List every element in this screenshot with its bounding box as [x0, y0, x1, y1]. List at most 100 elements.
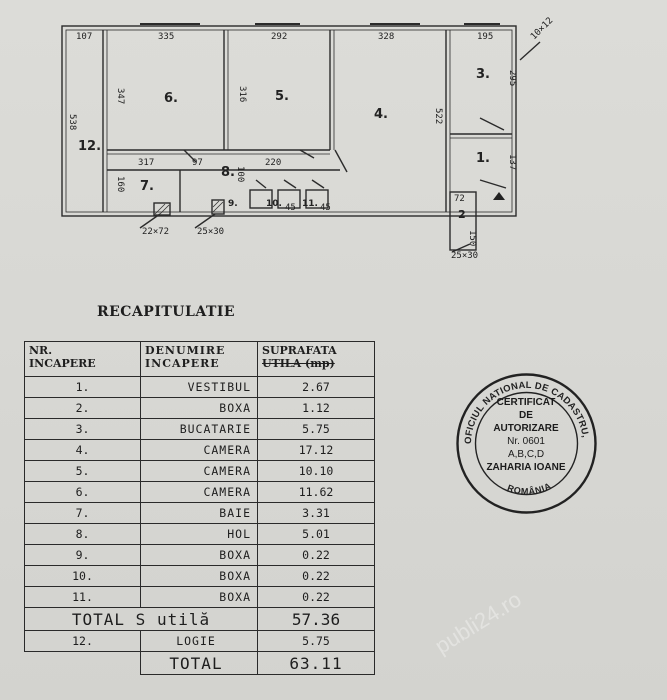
row-nr: 3.	[24, 418, 141, 440]
header-name-line1: DENUMIRE	[145, 344, 226, 357]
room-12-label: 12.	[78, 139, 101, 154]
dim-195: 195	[477, 32, 493, 42]
dim-97: 97	[192, 158, 203, 168]
dim-295: 295	[507, 70, 517, 86]
loggia-area: 5.75	[257, 630, 375, 652]
dim-317: 317	[138, 158, 154, 168]
row-area: 0.22	[257, 586, 375, 608]
header-name-line2: INCAPERE	[145, 357, 220, 370]
row-nr: 5.	[24, 460, 141, 482]
loggia-name: LOGIE	[140, 630, 258, 652]
row-nr: 7.	[24, 502, 141, 524]
row-name: VESTIBUL	[140, 376, 258, 398]
total-util-label: TOTAL S utilă	[24, 607, 258, 631]
row-name: CAMERA	[140, 439, 258, 461]
stamp-line-1: CERTIFICAT	[496, 397, 556, 408]
stamp-line-3: AUTORIZARE	[493, 423, 559, 434]
row-name: BOXA	[140, 565, 258, 587]
room-6-label: 6.	[164, 91, 178, 106]
recap-header-row: NR. INCAPERE DENUMIRE INCAPERE SUPRAFATA…	[24, 341, 375, 377]
room-11-label: 11.	[302, 199, 318, 209]
dim-72: 72	[454, 194, 465, 204]
svg-text:ROMÂNIA: ROMÂNIA	[506, 481, 553, 497]
row-area: 5.75	[257, 418, 375, 440]
loggia-nr: 12.	[24, 630, 141, 652]
dim-335: 335	[158, 32, 174, 42]
dim-220: 220	[265, 158, 281, 168]
dim-25x30-a: 25×30	[197, 227, 224, 237]
row-nr: 6.	[24, 481, 141, 503]
row-nr: 4.	[24, 439, 141, 461]
dim-328: 328	[378, 32, 394, 42]
row-name: BOXA	[140, 397, 258, 419]
dim-347: 347	[115, 88, 125, 104]
row-area: 17.12	[257, 439, 375, 461]
dim-45-a: 45	[285, 203, 296, 213]
header-area: SUPRAFATA UTILA (mp)	[257, 341, 375, 377]
dim-45-b: 45	[320, 203, 331, 213]
row-area: 11.62	[257, 481, 375, 503]
recap-table: NR. INCAPERE DENUMIRE INCAPERE SUPRAFATA…	[24, 341, 375, 675]
stamp-line-2: DE	[519, 410, 533, 421]
dim-150: 150	[467, 230, 477, 246]
room-3-label: 3.	[476, 67, 490, 82]
grand-total-value: 63.11	[257, 651, 375, 675]
row-area: 10.10	[257, 460, 375, 482]
grand-total-label: TOTAL	[140, 651, 258, 675]
row-nr: 11.	[24, 586, 141, 608]
room-5-label: 5.	[275, 89, 289, 104]
dim-316: 316	[237, 86, 247, 102]
header-name: DENUMIRE INCAPERE	[140, 341, 258, 377]
row-name: BOXA	[140, 586, 258, 608]
total-util-row: TOTAL S utilă 57.36	[24, 607, 375, 631]
dim-22x72: 22×72	[142, 227, 169, 237]
row-name: HOL	[140, 523, 258, 545]
dim-160-a: 160	[115, 176, 125, 192]
dim-292: 292	[271, 32, 287, 42]
cadastre-stamp: OFICIUL NATIONAL DE CADASTRU, GEODEZIE S…	[455, 372, 597, 514]
row-name: BUCATARIE	[140, 418, 258, 440]
dim-522: 522	[433, 108, 443, 124]
dim-538: 538	[67, 114, 77, 130]
row-area: 0.22	[257, 565, 375, 587]
room-8-label: 8.	[221, 165, 235, 180]
header-area-line2: UTILA (mp)	[262, 357, 335, 370]
row-nr: 1.	[24, 376, 141, 398]
stamp-line-5: A,B,C,D	[507, 449, 545, 460]
row-name: CAMERA	[140, 460, 258, 482]
total-util-value: 57.36	[257, 607, 375, 631]
room-4-label: 4.	[374, 107, 388, 122]
header-nr-line1: NR.	[29, 344, 53, 357]
row-nr: 10.	[24, 565, 141, 587]
dim-25x30-b: 25×30	[451, 251, 478, 261]
row-name: BAIE	[140, 502, 258, 524]
dim-10x12: 10×12	[529, 16, 555, 42]
stamp-bottom-text: ROMÂNIA	[506, 481, 553, 497]
row-area: 2.67	[257, 376, 375, 398]
room-10-label: 10.	[266, 199, 282, 209]
row-name: CAMERA	[140, 481, 258, 503]
dim-100: 100	[235, 166, 245, 182]
row-area: 5.01	[257, 523, 375, 545]
header-area-line1: SUPRAFATA	[262, 344, 337, 357]
row-area: 0.22	[257, 544, 375, 566]
row-nr: 9.	[24, 544, 141, 566]
dim-107: 107	[76, 32, 92, 42]
grand-total-row: TOTAL 63.11	[25, 651, 375, 675]
row-name: BOXA	[140, 544, 258, 566]
header-nr-line2: INCAPERE	[29, 357, 96, 370]
stamp-line-4: Nr. 0601	[507, 436, 545, 447]
floor-plan: 107 335 292 328 195 10×12 347 316 538 29…	[61, 16, 555, 261]
room-1-label: 1.	[476, 151, 490, 166]
header-nr: NR. INCAPERE	[24, 341, 141, 377]
stamp-inner-text: CERTIFICAT DE AUTORIZARE Nr. 0601 A,B,C,…	[478, 396, 574, 474]
